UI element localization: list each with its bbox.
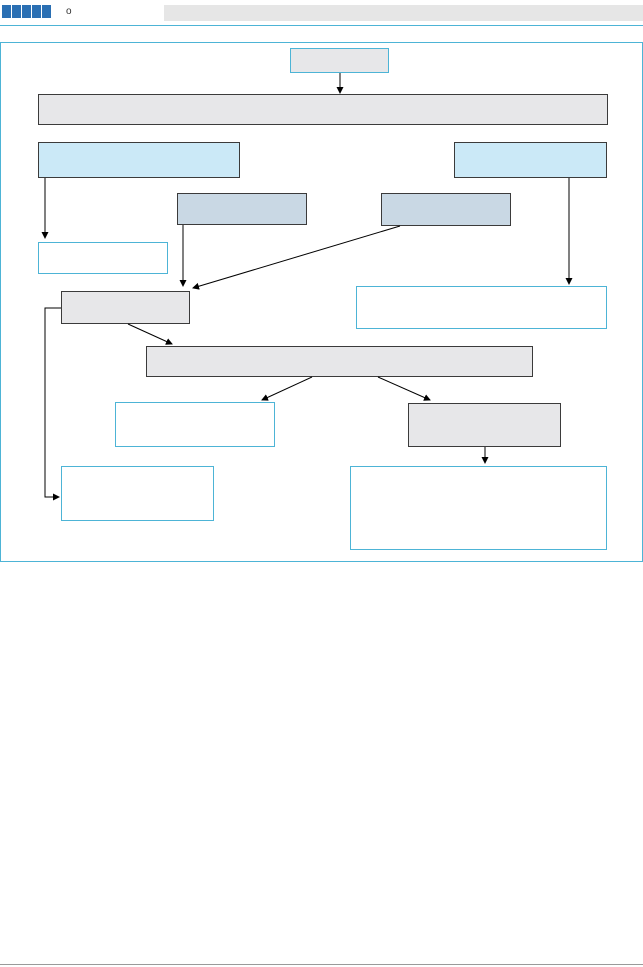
logo-glyph [2, 5, 11, 18]
flow-box-decision-right [408, 403, 561, 447]
publisher-logo-icon [2, 5, 51, 19]
logo-glyph [32, 5, 41, 18]
flow-box-mid-right [381, 193, 511, 226]
flow-box-loop-target [61, 466, 214, 521]
footer-rule [0, 964, 643, 965]
flow-box-left-outcome [38, 242, 168, 274]
logo-glyph [42, 5, 51, 18]
flow-box-decision [146, 346, 533, 377]
flow-box-start [290, 48, 389, 73]
flow-box-left-branch [38, 142, 240, 178]
running-header-bar [164, 5, 643, 21]
header-mark: o [66, 6, 72, 17]
flow-box-right-branch [454, 142, 607, 178]
header-rule [0, 25, 643, 26]
flow-box-right-outcome [356, 286, 607, 329]
flow-box-merge [61, 291, 190, 324]
page-header: o [0, 0, 643, 26]
logo-glyph [12, 5, 21, 18]
flow-box-decision-left [115, 402, 275, 447]
flow-box-main [38, 94, 608, 125]
logo-glyph [22, 5, 31, 18]
flow-box-mid-left [177, 193, 307, 225]
flow-box-final [350, 466, 607, 550]
